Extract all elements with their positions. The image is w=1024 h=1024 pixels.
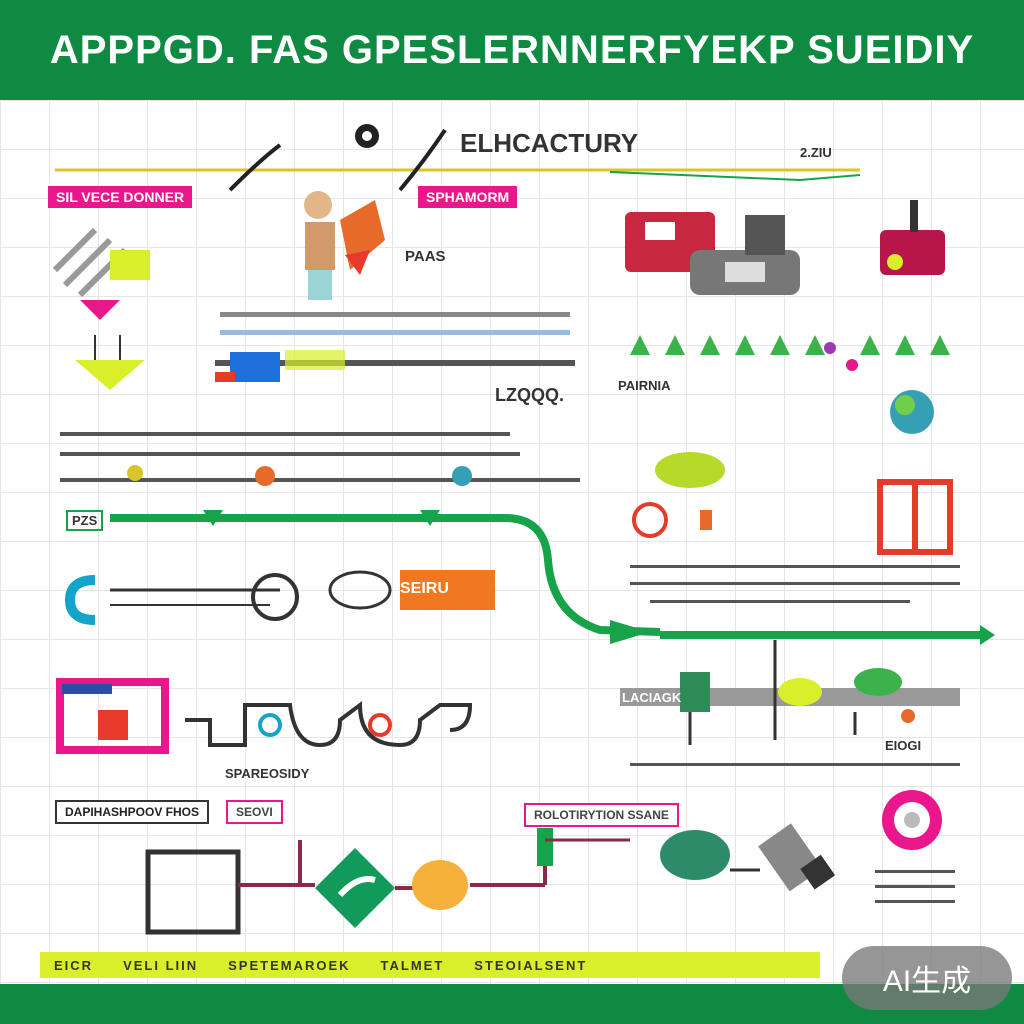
tag-bottom-left: DAPIHASHPOOV FHOS bbox=[55, 800, 210, 824]
green-flow-arrow bbox=[110, 510, 995, 645]
tag-left-pink: SIL VECE DONNER bbox=[48, 186, 193, 208]
pipe-circuit-icon bbox=[185, 701, 473, 748]
footer-label-strip: EICR VELI LIIN SPETEMAROEK TALMET STEOIA… bbox=[40, 952, 820, 978]
footer-item: TALMET bbox=[380, 957, 445, 973]
hatch-icon bbox=[52, 227, 150, 298]
text-rows bbox=[60, 432, 580, 482]
footer-item: STEOIALSENT bbox=[474, 957, 588, 973]
bars-caption: PAIRNIA bbox=[618, 378, 671, 393]
plant-row-icons bbox=[630, 335, 950, 355]
small-machine-icon bbox=[880, 200, 945, 275]
arrow-curve-2 bbox=[398, 128, 447, 192]
tag-bottom-mid: SEOVI bbox=[226, 800, 283, 824]
tag-bottom-right: ROLOTIRYTION SSANE bbox=[524, 803, 679, 827]
right-lower-text-rows bbox=[630, 763, 960, 766]
conveyor-machine-icon bbox=[620, 640, 960, 745]
bottom-right-text-rows bbox=[875, 870, 955, 903]
orange-block-label: SEIRU bbox=[400, 580, 449, 597]
assembly-label: SPAREOSIDY bbox=[225, 766, 310, 781]
process-line-3 bbox=[215, 360, 575, 366]
process-line-2 bbox=[220, 330, 570, 335]
worker-figure-icon bbox=[304, 191, 385, 300]
header-bar: APPPGD. FAS GPESLERNNERFYEKP SUEIDIY bbox=[0, 0, 1024, 100]
sub-mid-label: PAAS bbox=[405, 248, 446, 265]
pink-target-icon bbox=[882, 790, 942, 850]
top-heading: ELHCACTURY bbox=[460, 128, 639, 158]
footer-item: EICR bbox=[54, 957, 94, 973]
fruit-icon bbox=[632, 452, 725, 538]
bottom-flow bbox=[145, 823, 836, 935]
blue-block-icon bbox=[230, 352, 280, 382]
tag-mid-pink: SPHAMORM bbox=[418, 186, 518, 208]
machine-label: LACIAGK bbox=[622, 690, 682, 705]
right-lower-label: EIOGI bbox=[885, 738, 922, 753]
footer-item: SPETEMAROEK bbox=[228, 957, 351, 973]
red-frame-icon bbox=[877, 479, 953, 555]
background-grid bbox=[0, 100, 1024, 984]
right-text-rows bbox=[630, 565, 960, 603]
process-line-1 bbox=[220, 312, 570, 317]
machine-icon bbox=[625, 212, 800, 295]
stat-label: LZQQQ. bbox=[495, 385, 564, 405]
cyan-bracket-icon bbox=[64, 573, 299, 625]
page-title: APPPGD. FAS GPESLERNNERFYEKP SUEIDIY bbox=[49, 27, 975, 72]
globe-icon bbox=[890, 390, 934, 434]
frame-icon bbox=[56, 678, 169, 754]
shield-icon bbox=[75, 300, 145, 390]
top-right-number: 2.ZIU bbox=[800, 145, 832, 160]
footer-item: VELI LIIN bbox=[123, 957, 199, 973]
arrow-curve-1 bbox=[228, 143, 282, 192]
ai-watermark-badge: AI生成 bbox=[842, 946, 1012, 1010]
top-green-line bbox=[609, 171, 861, 182]
orange-block-icon bbox=[328, 570, 495, 610]
green-start-label: PZS bbox=[66, 510, 104, 531]
